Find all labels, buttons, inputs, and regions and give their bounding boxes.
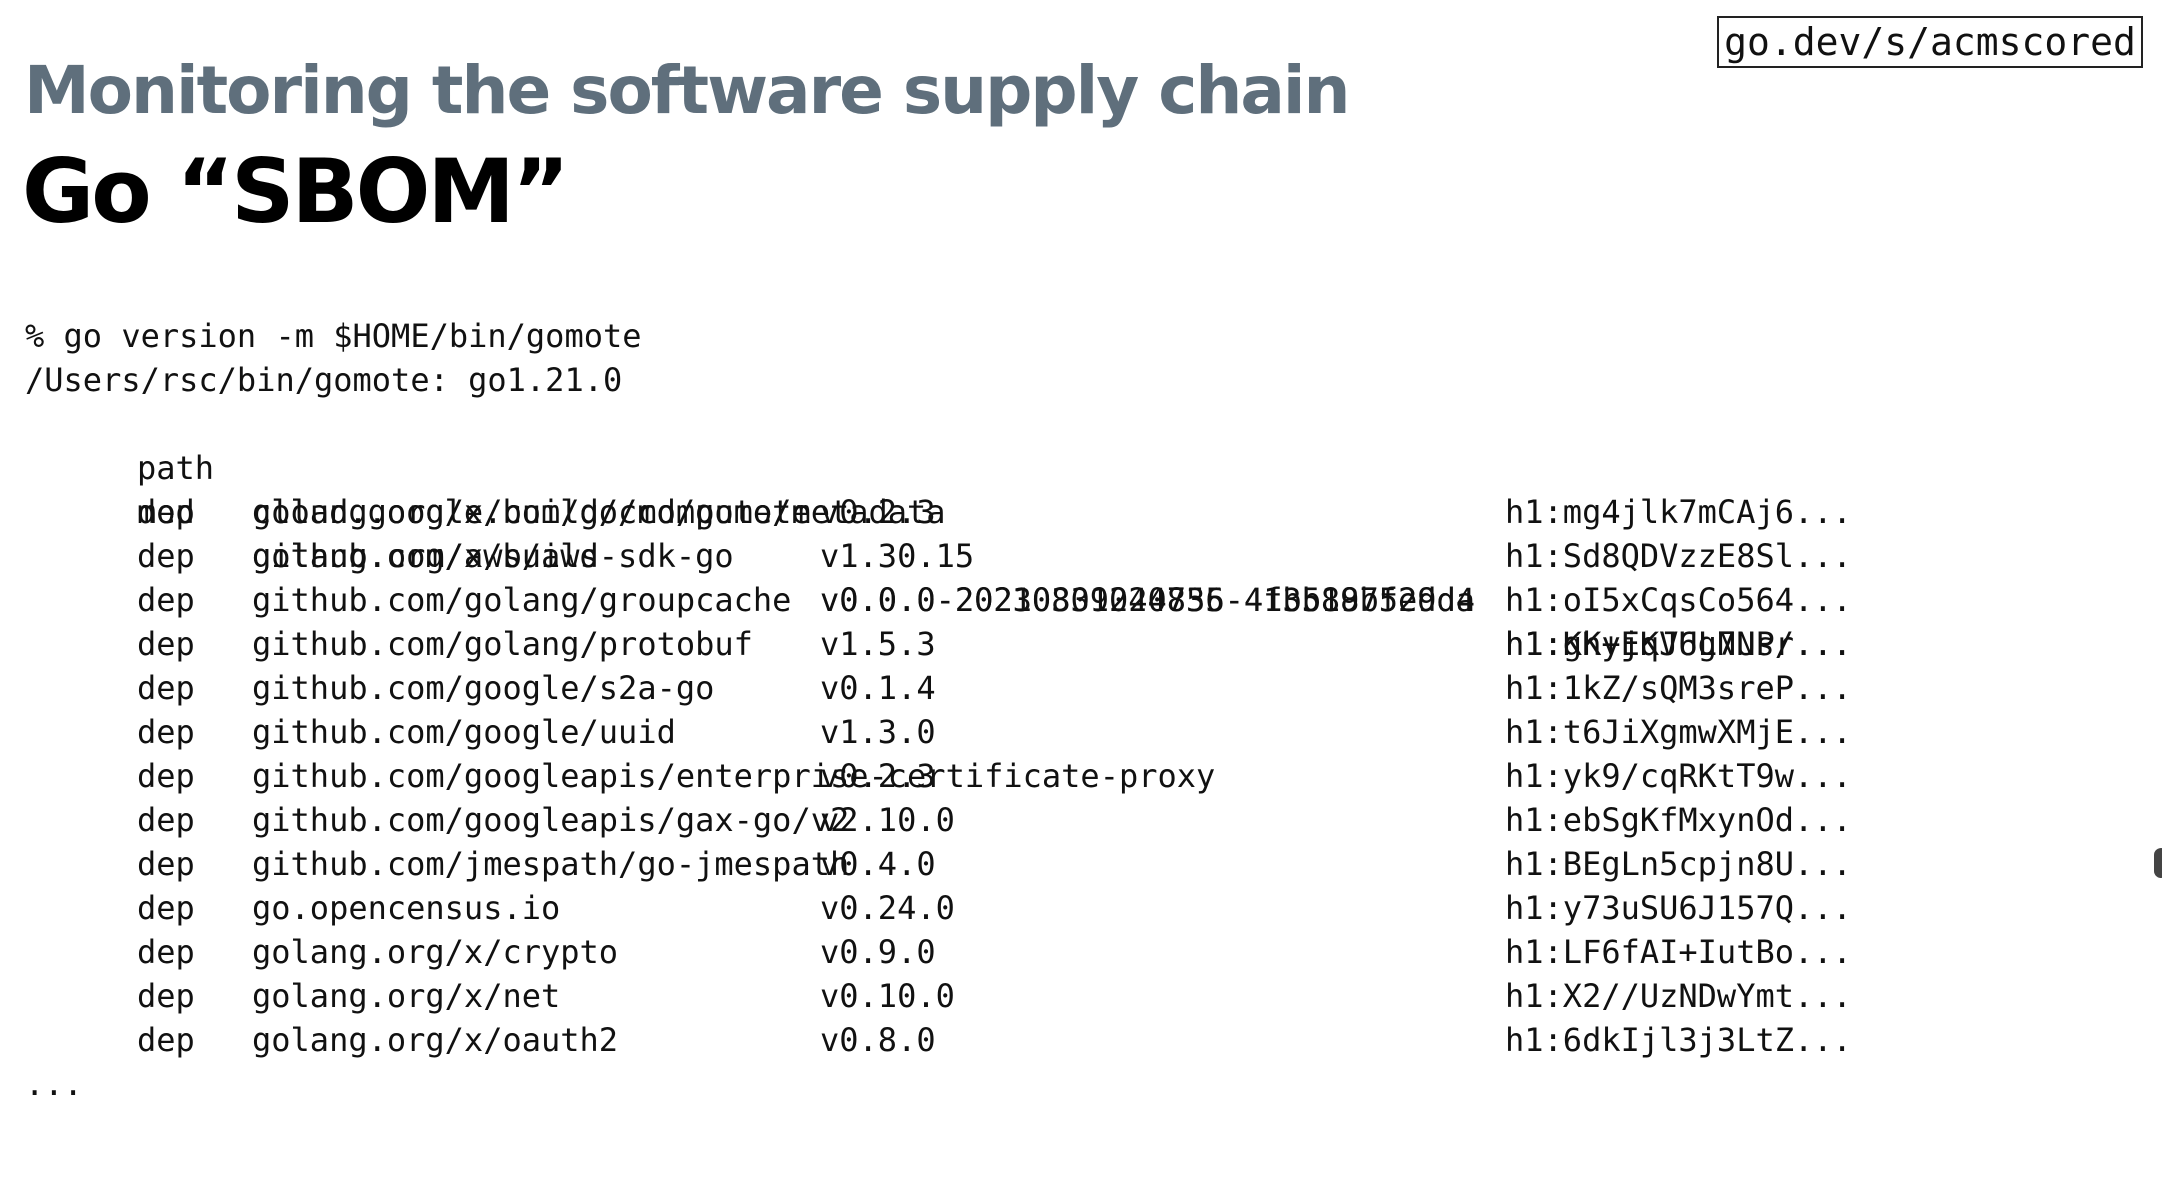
ellipsis: ... xyxy=(25,1065,83,1103)
path-row: path golang.org/x/build/cmd/gomote xyxy=(25,402,811,531)
slide-title: Go “SBOM” xyxy=(22,140,570,243)
row-version: v0.8.0 xyxy=(820,1021,936,1059)
slide-subtitle: Monitoring the software supply chain xyxy=(24,52,1351,129)
row-kind: dep xyxy=(137,669,195,707)
row-version: v0.0.0-20210331224755-41bb18bfe9da xyxy=(820,581,1476,619)
row-module: github.com/aws/aws-sdk-go xyxy=(252,537,734,575)
row-module: github.com/googleapis/gax-go/v2 xyxy=(252,801,850,839)
dependency-row: dep github.com/aws/aws-sdk-go v1.30.15 h1:S… xyxy=(25,534,1852,578)
row-hash: h1:1kZ/sQM3sreP... xyxy=(1505,669,1852,707)
row-version: v2.10.0 xyxy=(820,801,955,839)
row-version: v1.5.3 xyxy=(820,625,936,663)
row-hash: h1:ebSgKfMxynOd... xyxy=(1505,801,1852,839)
binary-line: /Users/rsc/bin/gomote: go1.21.0 xyxy=(25,361,623,399)
row-kind: dep xyxy=(137,713,195,751)
row-hash: h1:X2//UzNDwYmt... xyxy=(1505,977,1852,1015)
dependency-row: dep go.opencensus.io v0.24.0 h1:y73uSU6J157… xyxy=(25,886,1852,930)
dependency-row: dep github.com/google/uuid v1.3.0 h1:t6JiXg… xyxy=(25,710,1852,754)
row-version: v0.2.3 xyxy=(820,493,936,531)
row-kind: dep xyxy=(137,889,195,927)
row-kind: dep xyxy=(137,933,195,971)
row-module: golang.org/x/net xyxy=(252,977,561,1015)
row-version: v1.30.15 xyxy=(820,537,975,575)
dependency-row: dep golang.org/x/crypto v0.9.0 h1:LF6fAI+Iu… xyxy=(25,930,1852,974)
row-module: golang.org/x/build/cmd/gomote xyxy=(252,493,811,531)
row-version: v0.24.0 xyxy=(820,889,955,927)
row-hash: h1:yk9/cqRKtT9w... xyxy=(1505,757,1852,795)
row-kind: dep xyxy=(137,1021,195,1059)
dependency-row: dep golang.org/x/net v0.10.0 h1:X2//UzNDwYm… xyxy=(25,974,1852,1018)
row-version: v0.0.0-20230809040836-4f3589752dd4 xyxy=(820,581,1476,619)
row-module: golang.org/x/build xyxy=(252,537,599,575)
row-hash: h1:KhyjKVUg7Usr... xyxy=(1505,625,1852,663)
row-hash: h1:oI5xCqsCo564... xyxy=(1505,581,1852,619)
row-module: github.com/google/s2a-go xyxy=(252,669,715,707)
row-version: v0.4.0 xyxy=(820,845,936,883)
row-kind: mod xyxy=(137,493,195,531)
dependency-row: dep github.com/golang/protobuf v1.5.3 h1:Kh… xyxy=(25,622,1852,666)
row-module: github.com/golang/protobuf xyxy=(252,625,753,663)
row-hash: h1:LF6fAI+IutBo... xyxy=(1505,933,1852,971)
mod-row: mod golang.org/x/build v0.0.0-2023080904… xyxy=(25,446,1852,663)
row-hash: h1:t6JiXgmwXMjE... xyxy=(1505,713,1852,751)
row-kind: dep xyxy=(137,493,195,531)
scroll-indicator xyxy=(2154,848,2162,878)
row-module: cloud.google.com/go/compute/metadata xyxy=(252,493,946,531)
row-version: v0.1.4 xyxy=(820,669,936,707)
dependency-row: dep golang.org/x/oauth2 v0.8.0 h1:6dkIjl3j3… xyxy=(25,1018,1852,1062)
row-module: github.com/google/uuid xyxy=(252,713,676,751)
row-kind: dep xyxy=(137,537,195,575)
row-module: github.com/jmespath/go-jmespath xyxy=(252,845,850,883)
terminal-output: % go version -m $HOME/bin/gomote /Users/… xyxy=(25,314,1852,1106)
row-kind: path xyxy=(137,449,215,487)
command-line: % go version -m $HOME/bin/gomote xyxy=(25,317,642,355)
row-hash: h1:gK+EqJ6LNNP/... xyxy=(1505,625,1852,663)
row-hash: h1:Sd8QDVzzE8Sl... xyxy=(1505,537,1852,575)
row-kind: dep xyxy=(137,757,195,795)
row-version: v0.10.0 xyxy=(820,977,955,1015)
row-module: go.opencensus.io xyxy=(252,889,561,927)
dependency-row: dep github.com/google/s2a-go v0.1.4 h1:1kZ/… xyxy=(25,666,1852,710)
row-hash: h1:y73uSU6J157Q... xyxy=(1505,889,1852,927)
row-version: v0.2.3 xyxy=(820,757,936,795)
row-hash: h1:mg4jlk7mCAj6... xyxy=(1505,493,1852,531)
row-module: github.com/googleapis/enterprise-certifi… xyxy=(252,757,1216,795)
row-version: v1.3.0 xyxy=(820,713,936,751)
dependency-row: dep github.com/googleapis/enterprise-cert… xyxy=(25,754,1852,798)
row-kind: dep xyxy=(137,625,195,663)
row-kind: dep xyxy=(137,801,195,839)
row-module: golang.org/x/crypto xyxy=(252,933,619,971)
row-hash: h1:BEgLn5cpjn8U... xyxy=(1505,845,1852,883)
row-kind: dep xyxy=(137,977,195,1015)
row-version: v0.9.0 xyxy=(820,933,936,971)
row-kind: dep xyxy=(137,581,195,619)
row-module: golang.org/x/oauth2 xyxy=(252,1021,619,1059)
row-module: github.com/golang/groupcache xyxy=(252,581,792,619)
row-hash: h1:6dkIjl3j3LtZ... xyxy=(1505,1021,1852,1059)
row-kind: dep xyxy=(137,845,195,883)
dependency-row: dep github.com/golang/groupcache v0.0.0-20… xyxy=(25,578,1852,622)
short-link-box: go.dev/s/acmscored xyxy=(1717,16,2143,68)
